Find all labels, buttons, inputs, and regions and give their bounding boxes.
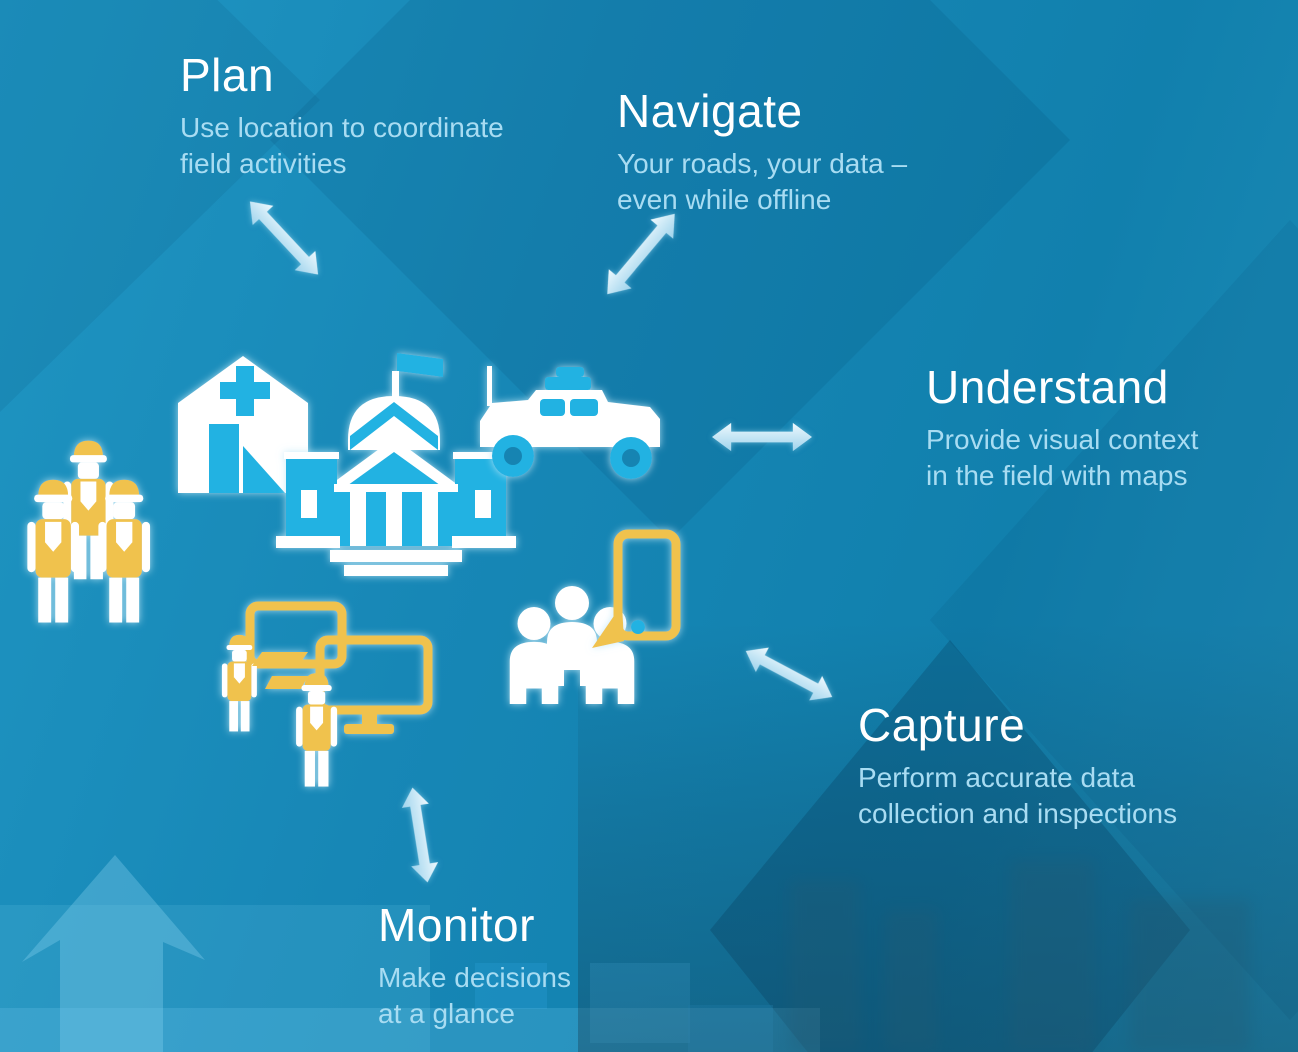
plan-line-2: field activities <box>180 147 347 179</box>
monitor-exchange-arrow <box>396 785 445 885</box>
navigate-title: Navigate <box>617 85 803 137</box>
section-plan: Plan Use location to coordinate field ac… <box>180 50 504 182</box>
double-arrow-icon <box>401 787 439 883</box>
capture-title: Capture <box>858 699 1026 751</box>
section-navigate: Navigate Your roads, your data – even wh… <box>617 86 907 218</box>
city-building-silhouette <box>885 910 937 1052</box>
navigate-line-1: Your roads, your data – <box>617 147 908 179</box>
capture-line-1: Perform accurate data <box>858 761 1136 793</box>
understand-line-2: in the field with maps <box>926 459 1188 491</box>
monitor-line-2: at a glance <box>378 997 515 1029</box>
operations-center-icon <box>221 601 433 787</box>
bg-square-2 <box>590 963 690 1043</box>
plan-title: Plan <box>180 49 275 101</box>
section-capture: Capture Perform accurate data collection… <box>858 700 1177 832</box>
understand-line-1: Provide visual context <box>926 423 1199 455</box>
medical-tent-icon <box>178 356 308 493</box>
understand-title: Understand <box>926 361 1169 413</box>
navigate-exchange-arrow <box>594 203 688 305</box>
understand-exchange-arrow <box>712 420 812 454</box>
plan-line-1: Use location to coordinate <box>180 111 504 143</box>
section-understand: Understand Provide visual context in the… <box>926 362 1198 494</box>
city-building-silhouette <box>1010 860 1094 1052</box>
mobile-phone-icon <box>592 529 681 648</box>
plan-exchange-arrow <box>237 190 330 286</box>
navigate-line-2: even while offline <box>617 183 832 215</box>
central-illustration <box>27 353 681 787</box>
government-building-icon <box>276 353 516 576</box>
field-crew-icon <box>27 440 151 623</box>
city-building-silhouette <box>790 880 860 1052</box>
bg-square-3 <box>688 1005 773 1052</box>
double-arrow-icon <box>607 213 675 295</box>
utility-vehicle-icon <box>480 366 660 479</box>
double-arrow-icon <box>249 201 319 275</box>
double-arrow-icon <box>745 647 833 701</box>
capture-exchange-arrow <box>738 636 840 712</box>
double-arrow-icon <box>712 422 812 452</box>
section-monitor: Monitor Make decisions at a glance <box>378 900 571 1032</box>
monitor-line-1: Make decisions <box>378 961 571 993</box>
capture-line-2: collection and inspections <box>858 797 1178 829</box>
monitor-title: Monitor <box>378 899 535 951</box>
city-building-silhouette <box>1130 900 1250 1052</box>
